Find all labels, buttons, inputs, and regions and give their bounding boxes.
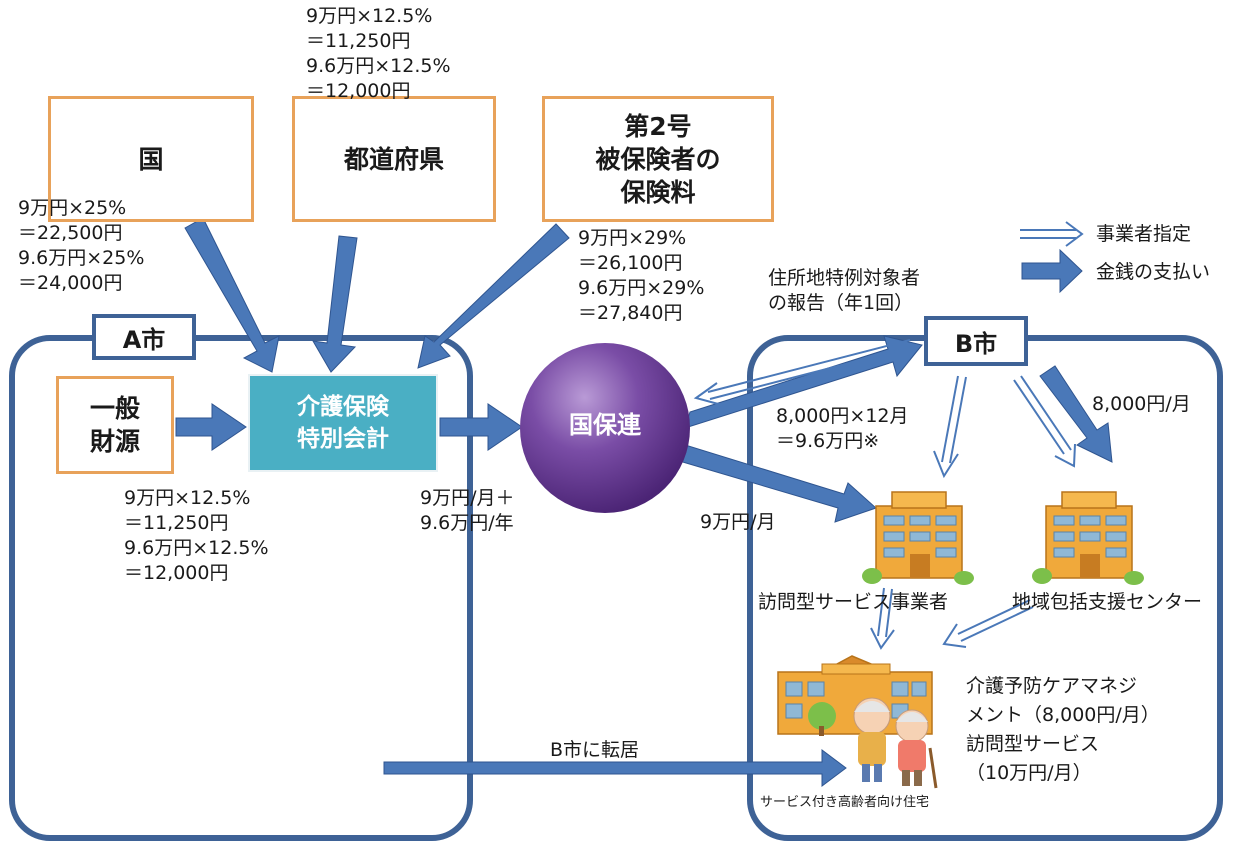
arrow-move bbox=[383, 749, 847, 787]
report-arrow bbox=[707, 339, 911, 393]
designation-center-to-housing bbox=[957, 599, 1031, 635]
todofuken-box: 都道府県 bbox=[292, 96, 496, 222]
center-label: 地域包括支援センター bbox=[1012, 591, 1203, 613]
region-a-frame bbox=[9, 335, 473, 841]
kokuhoren-to-b-amount: 8,000円×12月 ＝9.6万円※ bbox=[776, 405, 909, 452]
arrow-kuni-to-kaigo bbox=[184, 217, 280, 373]
legend-payment-label: 金銭の支払い bbox=[1096, 261, 1211, 283]
dai2go-amount: 9万円×29% ＝26,100円 9.6万円×29% ＝27,840円 bbox=[578, 227, 705, 324]
b-to-center-amount: 8,000円/月 bbox=[1092, 393, 1191, 415]
ippan-box: 一般 財源 bbox=[56, 376, 174, 474]
report-note: 住所地特例対象者 の報告（年1回） bbox=[768, 267, 921, 314]
provider-building-icon bbox=[862, 491, 974, 585]
arrow-b-to-center bbox=[1039, 365, 1113, 463]
kaigo-to-kokuhoren-amount: 9万円/月＋ 9.6万円/年 bbox=[420, 487, 515, 534]
kuni-box: 国 bbox=[48, 96, 254, 222]
arrow-ippan-to-kaigo bbox=[175, 403, 247, 451]
designation-b-to-center bbox=[1013, 379, 1065, 455]
legend-designation-label: 事業者指定 bbox=[1096, 223, 1192, 245]
city-b-label: B市 bbox=[924, 316, 1028, 366]
kokuhoren-sphere bbox=[520, 343, 690, 513]
services-note: 介護予防ケアマネジ メント（8,000円/月） 訪問型サービス （10万円/月） bbox=[966, 675, 1160, 784]
arrow-kaigo-to-kokuhoren bbox=[439, 403, 523, 451]
move-note: B市に転居 bbox=[550, 739, 640, 761]
arrow-dai2go-to-kaigo bbox=[417, 223, 570, 369]
kokuhoren-to-provider-amount: 9万円/月 bbox=[700, 511, 776, 533]
arrow-kokuhoren-to-provider bbox=[675, 443, 877, 523]
dai2go-box: 第2号 被保険者の 保険料 bbox=[542, 96, 774, 222]
kaigo-box: 介護保険 特別会計 bbox=[248, 374, 438, 472]
center-building-icon bbox=[1032, 491, 1144, 585]
kokuhoren-label: 国保連 bbox=[569, 411, 641, 439]
todofuken-amount: 9万円×12.5% ＝11,250円 9.6万円×12.5% ＝12,000円 bbox=[306, 5, 451, 102]
housing-label: サービス付き高齢者向け住宅 bbox=[760, 795, 930, 810]
provider-label: 訪問型サービス事業者 bbox=[758, 591, 949, 613]
ippan-amount: 9万円×12.5% ＝11,250円 9.6万円×12.5% ＝12,000円 bbox=[124, 487, 269, 584]
designation-b-to-provider bbox=[941, 375, 959, 463]
legend-payment-arrow bbox=[1021, 248, 1083, 294]
elderly-couple-icon bbox=[853, 697, 938, 789]
kuni-amount: 9万円×25% ＝22,500円 9.6万円×25% ＝24,000円 bbox=[18, 197, 145, 294]
designation-provider-to-housing bbox=[877, 587, 885, 637]
city-a-label: A市 bbox=[92, 314, 196, 360]
arrow-todofuken-to-kaigo bbox=[312, 235, 358, 373]
